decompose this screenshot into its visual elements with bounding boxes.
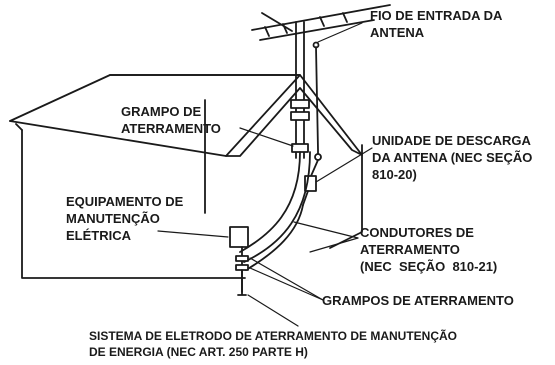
- leader-antenna-lead: [317, 22, 363, 43]
- label-service-equipment: EQUIPAMENTO DE MANUTENÇÃO ELÉTRICA: [66, 194, 184, 243]
- discharge-unit: [304, 175, 317, 192]
- conductor-3: [245, 204, 304, 271]
- leader-electrode: [247, 294, 299, 327]
- leader-lines: [157, 22, 373, 327]
- lead-in-wire: [302, 41, 322, 206]
- antenna: [251, 4, 391, 159]
- label-antenna-lead: FIO DE ENTRADA DA ANTENA: [370, 8, 503, 40]
- mast-bracket-mid: [290, 111, 310, 121]
- conductor-2: [243, 151, 311, 263]
- electrode-rod: [237, 269, 247, 296]
- leader-conductors-b: [309, 237, 359, 253]
- label-grounding-conductors: CONDUTORES DE ATERRAMENTO (NEC SEÇÃO 810…: [360, 225, 498, 274]
- leader-conductors-a: [293, 221, 359, 239]
- ground-clamp-1: [235, 255, 249, 262]
- house: [9, 74, 363, 279]
- service-panel: [229, 226, 249, 248]
- fascia: [15, 123, 23, 131]
- label-electrode-system: SISTEMA DE ELETRODO DE ATERRAMENTO DE MA…: [89, 329, 458, 359]
- ground-clamp-on-mast: [291, 143, 309, 153]
- leader-clamps-b: [249, 267, 324, 301]
- mast-bracket-top: [290, 99, 310, 109]
- antenna-tick-4: [342, 12, 348, 23]
- label-discharge-unit: UNIDADE DE DESCARGA DA ANTENA (NEC SEÇÃO…: [372, 133, 533, 182]
- leader-ground-clamp: [239, 127, 294, 147]
- antenna-tick-3: [319, 16, 325, 27]
- antenna-tick-2: [282, 23, 288, 34]
- label-ground-clamps: GRAMPOS DE ATERRAMENTO: [322, 293, 514, 308]
- leader-clamps-a: [249, 257, 324, 301]
- antenna-element-2: [259, 19, 375, 41]
- lead-in-to-unit: [310, 159, 319, 177]
- roof-eave: [9, 120, 227, 157]
- antenna-tick-1: [264, 26, 270, 37]
- service-equipment: [229, 226, 249, 296]
- leader-service-equipment: [157, 230, 229, 238]
- discharge-unit-lead: [302, 190, 309, 206]
- conductor-1: [239, 151, 301, 253]
- grounding-conductors: [239, 151, 311, 271]
- lead-in-wire-path: [315, 46, 319, 159]
- house-left-wall: [21, 129, 246, 279]
- leader-discharge-unit: [315, 147, 373, 183]
- antenna-boom: [261, 12, 293, 32]
- label-ground-clamp: GRAMPO DE ATERRAMENTO: [121, 104, 221, 136]
